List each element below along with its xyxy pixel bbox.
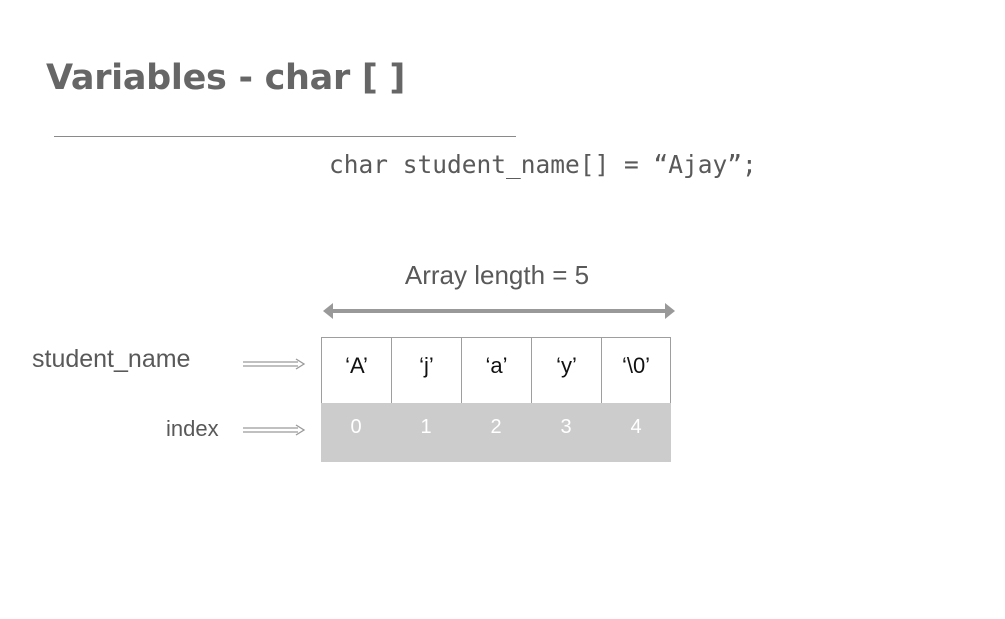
index-label: index [166,416,219,441]
array-length-arrow [323,303,675,319]
array-cell-index: 0 [321,403,391,462]
array-length-label: Array length = 5 [404,260,590,290]
array-cell-value: ‘y’ [531,337,601,403]
code-snippet: char student_name[] = “Ajay”; [329,150,757,179]
array-cell-value: ‘\0’ [601,337,671,403]
index-pointer-arrow [243,424,306,436]
title-divider [54,136,516,137]
char-array-table: ‘A’ ‘j’ ‘a’ ‘y’ ‘\0’ 0 1 2 3 4 [321,337,671,462]
variable-name-label: student_name [32,345,191,373]
slide-title: Variables - char [ ] [46,58,406,98]
array-cell-index: 2 [461,403,531,462]
array-cell-value: ‘A’ [321,337,391,403]
array-cell-index: 1 [391,403,461,462]
array-cell-index: 4 [601,403,671,462]
array-cell-value: ‘a’ [461,337,531,403]
variable-pointer-arrow [243,358,306,370]
array-cell-value: ‘j’ [391,337,461,403]
array-cell-index: 3 [531,403,601,462]
